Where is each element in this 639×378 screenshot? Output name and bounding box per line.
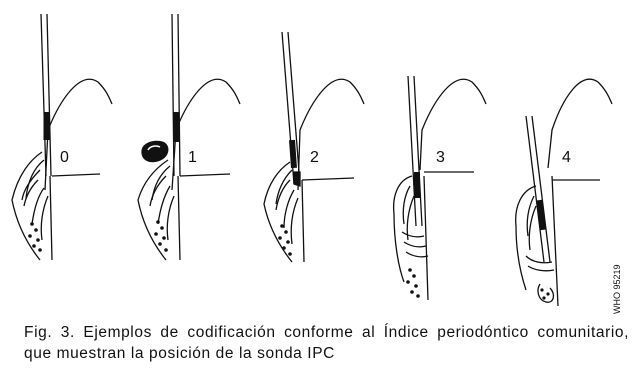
bleeding-drop bbox=[142, 141, 168, 161]
panel-code-label: 3 bbox=[436, 149, 445, 166]
probe-marking-band bbox=[414, 172, 420, 198]
panel-code-label: 1 bbox=[188, 149, 197, 166]
probe-marking-band bbox=[44, 112, 50, 140]
figure-caption: Fig. 3. Ejemplos de codificación conform… bbox=[24, 322, 629, 364]
calculus-deposit bbox=[294, 172, 300, 186]
probe-marking-band bbox=[173, 112, 179, 142]
who-credit: WHO 95219 bbox=[612, 264, 622, 314]
panel-code-label: 4 bbox=[562, 149, 571, 166]
panel-code-label: 0 bbox=[60, 149, 69, 166]
panel-code-label: 2 bbox=[310, 149, 319, 166]
